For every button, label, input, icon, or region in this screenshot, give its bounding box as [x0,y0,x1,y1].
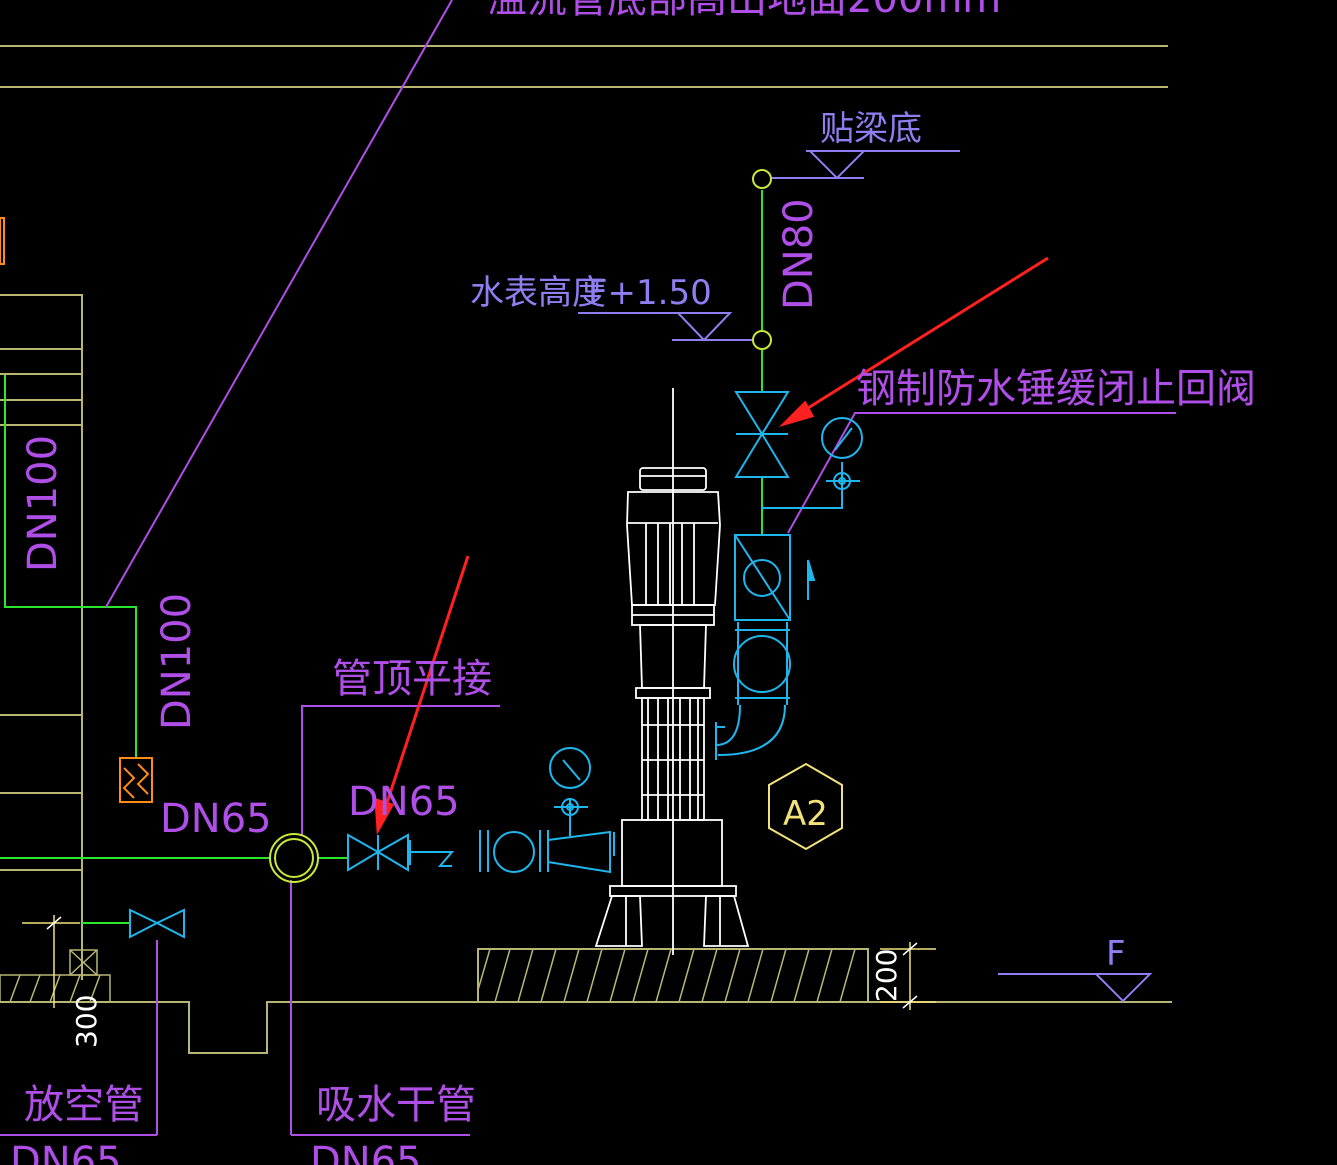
check-valve-label: 钢制防水锤缓闭止回阀 [856,366,1256,412]
meter-height-label: 水表高度 [470,273,606,313]
pump-tag-label: A2 [783,794,828,834]
vent-size-label: DN65 [10,1139,122,1165]
pump-base-hatch [477,948,856,1003]
flexible-joint-icon [733,635,791,693]
level-marker-icon [578,150,1153,1003]
left-riser-size-label: DN100 [20,435,66,572]
gate-valve-icon [734,391,790,436]
pump-icon [594,388,750,955]
leader-lines [0,0,1176,1136]
dimension-lines [22,915,936,1010]
top-flush-label: 管顶平接 [332,656,492,702]
left-floor-hatch [0,949,111,1003]
green-pipes [0,190,763,924]
beam-bottom-label: 贴梁底 [820,109,922,149]
suction-size-label: DN65 [348,779,460,825]
drain-height-label: 300 [70,995,103,1048]
vent-pipe-label: 放空管 [24,1082,144,1128]
filter-size-label: DN65 [160,796,272,842]
y-strainer-icon [0,217,153,803]
pump-tag-hexagon [768,762,843,851]
dimension-ticks [46,916,918,1009]
riser-size-label: DN80 [776,198,822,310]
equipment-cyan [129,391,863,939]
top-cut-label: 溢流管底部高出地面200mm [487,0,1001,22]
suction-main-size-label: DN65 [310,1139,422,1165]
pressure-gauge-icon [821,417,863,459]
base-height-label: 200 [870,949,903,1002]
branch-size-label: DN100 [154,593,200,730]
red-arrows [374,256,1049,836]
floor-level-label: F [1106,934,1126,974]
pipe-joints [269,169,772,883]
suction-main-label: 吸水干管 [316,1082,476,1128]
meter-level-label: F+1.50 [588,273,712,313]
